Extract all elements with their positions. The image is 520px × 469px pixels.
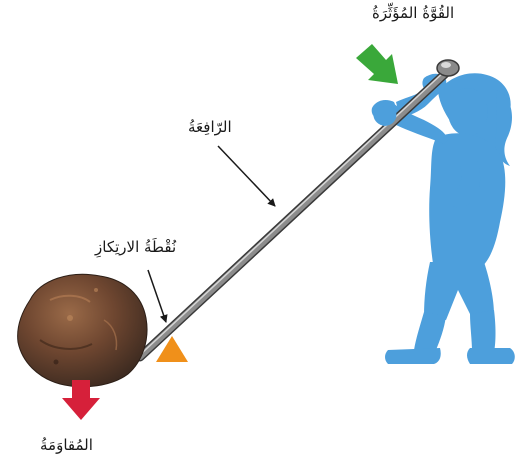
lever-bar [140, 60, 459, 357]
fulcrum-leader-line [148, 270, 166, 322]
effort-force-label: القُوَّةُ المُؤَثِّرَةُ [372, 4, 454, 22]
resistance-label: المُقاوَمَةُ [40, 436, 93, 454]
lever-leader-line [218, 146, 275, 206]
lever-label: الرّافِعَةُ [188, 118, 232, 136]
rock-icon [18, 274, 147, 386]
effort-arrow-icon [356, 44, 398, 84]
fulcrum-label: نُقْطَةُ الارتِكازِ [95, 238, 176, 256]
